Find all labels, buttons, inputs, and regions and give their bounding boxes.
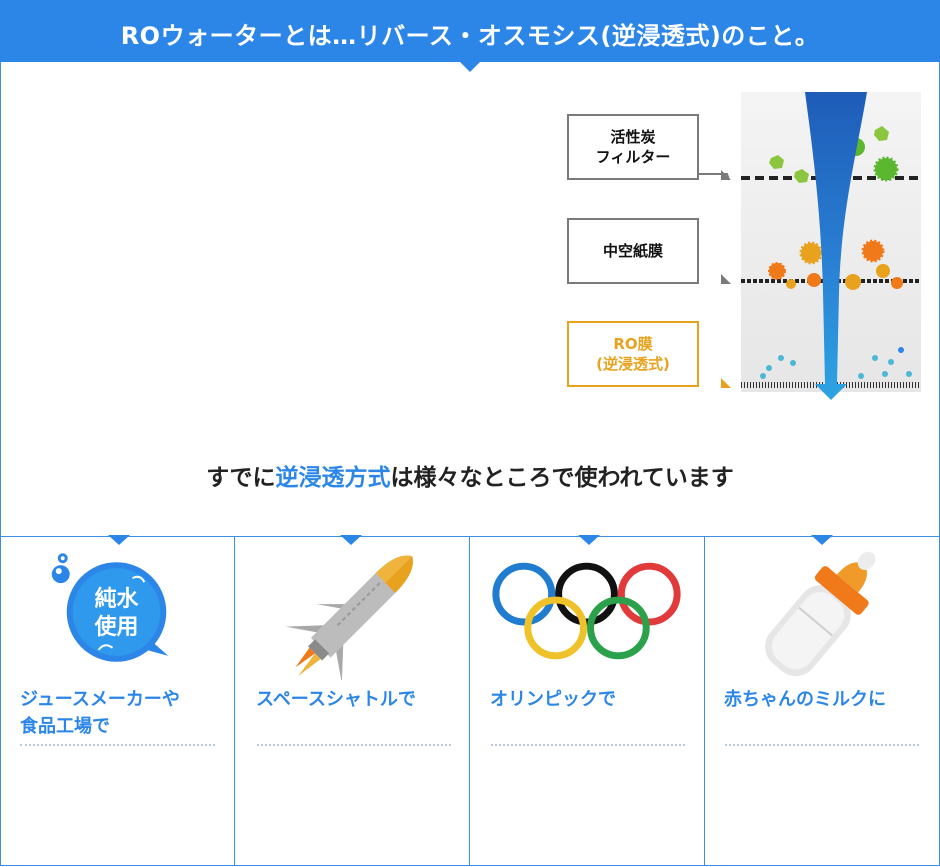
layer-label-activated-carbon: 活性炭 フィルター [567,114,699,180]
badge-line1: 純水 [95,586,140,612]
card-space-shuttle: スペースシャトルで [234,535,470,866]
card-caption: ジュースメーカーや 食品工場で [20,686,220,740]
card-divider [491,744,685,746]
card-caption: オリンピックで [490,686,690,713]
card-caption: 赤ちゃんのミルクに [724,686,924,713]
card-divider [257,744,451,746]
card-pointer [108,535,130,545]
card-pointer [811,535,833,545]
summary-prefix: すでに [206,465,276,491]
usage-cards: 純水 使用 ジュースメーカーや 食品工場で [0,535,940,867]
layer-label-line1: 活性炭 [610,128,656,146]
baby-bottle-icon [765,551,876,677]
explanation-panel: 活性炭 フィルター 中空紙膜 RO膜 (逆浸透式) [0,62,940,537]
summary-highlight: 逆浸透方式 [275,465,391,491]
olympic-rings-icon [492,562,681,660]
card-caption: スペースシャトルで [256,686,456,713]
card-caption-line1: ジュースメーカーや [20,689,180,710]
layer-label-line1: 中空紙膜 [602,242,663,260]
filtration-diagram [741,92,921,400]
card-olympics: オリンピックで [469,535,705,866]
summary-suffix: は様々なところで使われています [390,465,734,491]
summary-text: すでに逆浸透方式は様々なところで使われています [1,458,939,492]
card-pointer [578,535,600,545]
card-caption-line2: 食品工場で [20,716,110,737]
card-pointer [340,535,362,545]
label-pointers [699,170,731,388]
card-divider [725,744,919,746]
layer-label-line2: (逆浸透式) [596,355,670,373]
page-header: ROウォーターとは…リバース・オスモシス(逆浸透式)のこと。 [0,0,940,62]
layer-label-line1: RO膜 [613,335,653,353]
badge-line2: 使用 [94,615,139,640]
layer-label-ro-membrane: RO膜 (逆浸透式) [567,321,699,387]
card-divider [20,744,215,746]
page-title: ROウォーターとは…リバース・オスモシス(逆浸透式)のこと。 [120,22,820,50]
card-juice-factory: 純水 使用 ジュースメーカーや 食品工場で [0,535,235,866]
card-caption-line1: オリンピックで [490,689,616,710]
space-shuttle-icon [285,555,413,680]
layer-label-line2: フィルター [595,148,671,166]
header-pointer [460,62,480,72]
card-baby-milk: 赤ちゃんのミルクに [704,535,940,866]
card-caption-line1: スペースシャトルで [256,689,416,710]
pure-water-bubble-icon: 純水 使用 [51,553,173,668]
card-caption-line1: 赤ちゃんのミルクに [724,689,886,710]
layer-label-hollow-fiber: 中空紙膜 [567,218,699,284]
